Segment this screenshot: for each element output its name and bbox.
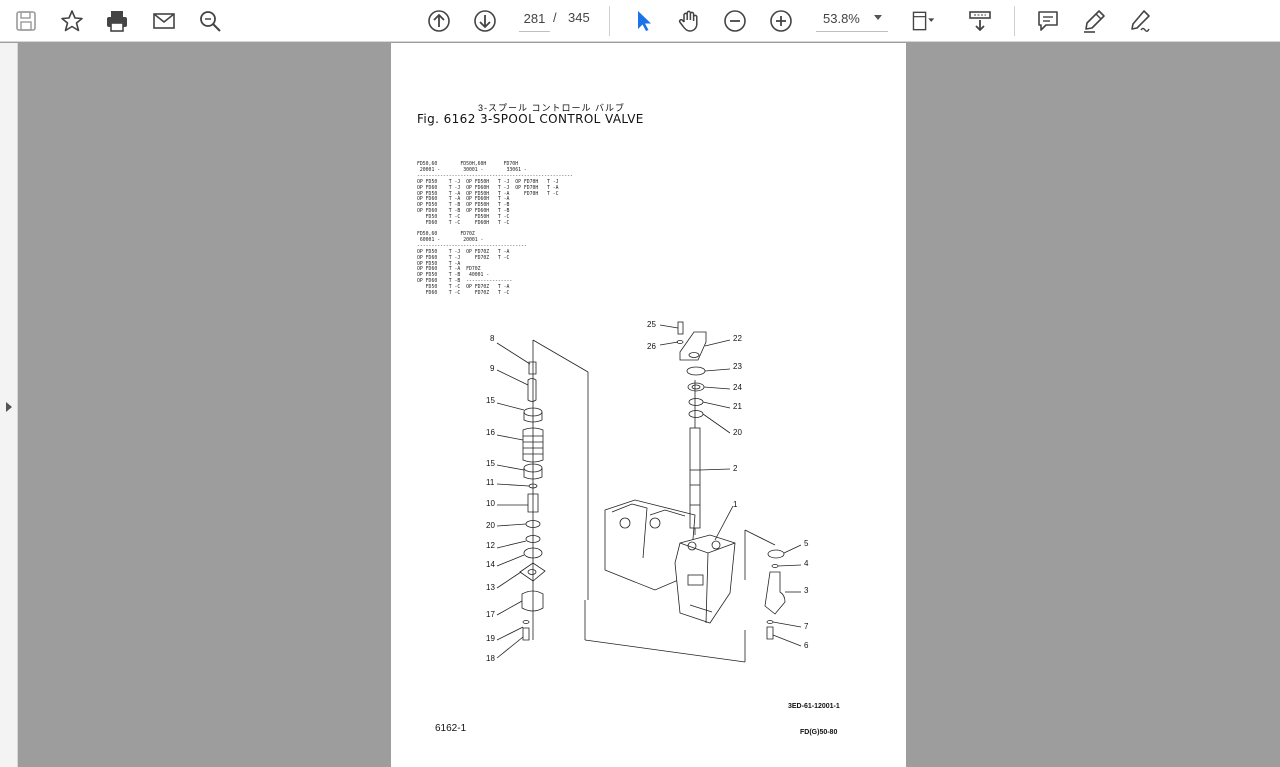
part-label: 23 [733,362,742,371]
part-label: 1 [733,500,738,509]
serial-table-2: FD50,60 FD70Z 60001 - 20001 - ----------… [417,232,527,297]
email-icon[interactable] [147,4,181,38]
save-icon[interactable] [9,4,43,38]
part-label: 18 [486,654,495,663]
sign-icon[interactable] [1123,4,1157,38]
page-separator: / [553,10,557,25]
part-label: 24 [733,383,742,392]
part-label: 17 [486,610,495,619]
side-panel-toggle[interactable] [0,43,18,767]
part-label: 12 [486,541,495,550]
chevron-right-icon [6,402,12,412]
page-label: 6162-1 [435,723,467,734]
part-label: 13 [486,583,495,592]
search-zoom-icon[interactable] [193,4,227,38]
scroll-mode-icon[interactable] [963,4,997,38]
arrow-up-circle-icon[interactable] [422,4,456,38]
zoom-select[interactable]: 53.8% [816,5,888,32]
zoom-in-icon[interactable] [764,4,798,38]
serial-table-1: FD50,60 FD50H,60H FD70H 20001 - 30001 - … [417,162,573,227]
part-label: 8 [490,334,495,343]
part-label: 9 [490,364,495,373]
part-label: 20 [733,428,742,437]
page-number-input[interactable]: 281 [519,6,550,32]
comment-icon[interactable] [1031,4,1065,38]
part-label: 5 [804,539,809,548]
document-page [391,43,906,767]
bookmark-star-icon[interactable] [55,4,89,38]
part-label: 15 [486,396,495,405]
toolbar-divider [609,6,610,36]
arrow-down-circle-icon[interactable] [468,4,502,38]
part-label: 19 [486,634,495,643]
part-label: 20 [486,521,495,530]
part-label: 15 [486,459,495,468]
part-label: 7 [804,622,809,631]
part-label: 3 [804,586,809,595]
exploded-parts-diagram: 8 9 15 16 15 11 10 20 12 14 13 17 19 18 … [486,320,809,663]
part-label: 4 [804,559,809,568]
figure-title: Fig. 6162 3-SPOOL CONTROL VALVE [417,112,644,126]
part-label: 22 [733,334,742,343]
page-total: 345 [568,10,590,25]
part-label: 6 [804,641,809,650]
highlight-pen-icon[interactable] [1077,4,1111,38]
figure-jp-title: 3-スプール コントロール バルブ [478,103,626,113]
part-label: 14 [486,560,495,569]
part-label: 10 [486,499,495,508]
chevron-down-icon [874,15,882,20]
toolbar-divider [1014,6,1015,36]
zoom-value: 53.8% [823,10,860,26]
zoom-out-icon[interactable] [718,4,752,38]
hand-pan-icon[interactable] [672,4,706,38]
print-icon[interactable] [100,4,134,38]
model-label: FD(G)50-80 [800,729,838,736]
part-label: 26 [647,342,656,351]
part-label: 11 [486,478,495,487]
select-pointer-icon[interactable] [626,4,660,38]
toolbar: 281 / 345 53.8% [0,0,1280,42]
part-label: 25 [647,320,656,329]
part-label: 16 [486,428,495,437]
drawing-code: 3ED-61-12001-1 [788,703,840,710]
part-label: 2 [733,464,738,473]
page-fit-icon[interactable] [906,4,940,38]
part-label: 21 [733,402,742,411]
